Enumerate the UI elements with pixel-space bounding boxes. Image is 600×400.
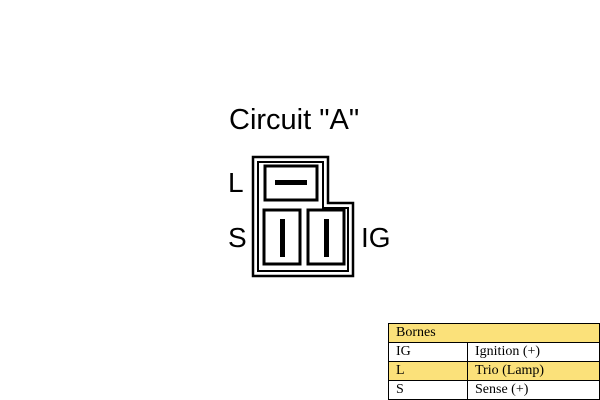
terminal-s-blade [280,219,285,257]
legend-row: S Sense (+) [388,380,600,400]
legend-key: S [388,380,468,400]
legend-value: Ignition (+) [467,342,600,362]
connector-housing-inner [257,161,349,272]
legend-header-row: Bornes [388,323,600,343]
pin-label-l: L [228,167,244,198]
legend-key: L [388,361,468,381]
legend-value: Trio (Lamp) [467,361,600,381]
pin-label-ig: IG [361,222,391,253]
terminal-ig [306,208,346,266]
legend-key: IG [388,342,468,362]
legend-value: Sense (+) [467,380,600,400]
terminal-s [262,208,302,266]
terminal-l-blade [275,180,307,185]
legend-row: IG Ignition (+) [388,342,600,362]
pin-label-s: S [228,222,247,253]
circuit-title: Circuit "A" [229,104,360,136]
terminal-l [263,164,319,202]
terminals-legend-table: Bornes IG Ignition (+) L Trio (Lamp) S S… [388,323,600,400]
terminal-ig-blade [324,219,329,257]
legend-row: L Trio (Lamp) [388,361,600,381]
legend-header: Bornes [388,323,600,343]
connector-housing-outer [251,155,355,278]
